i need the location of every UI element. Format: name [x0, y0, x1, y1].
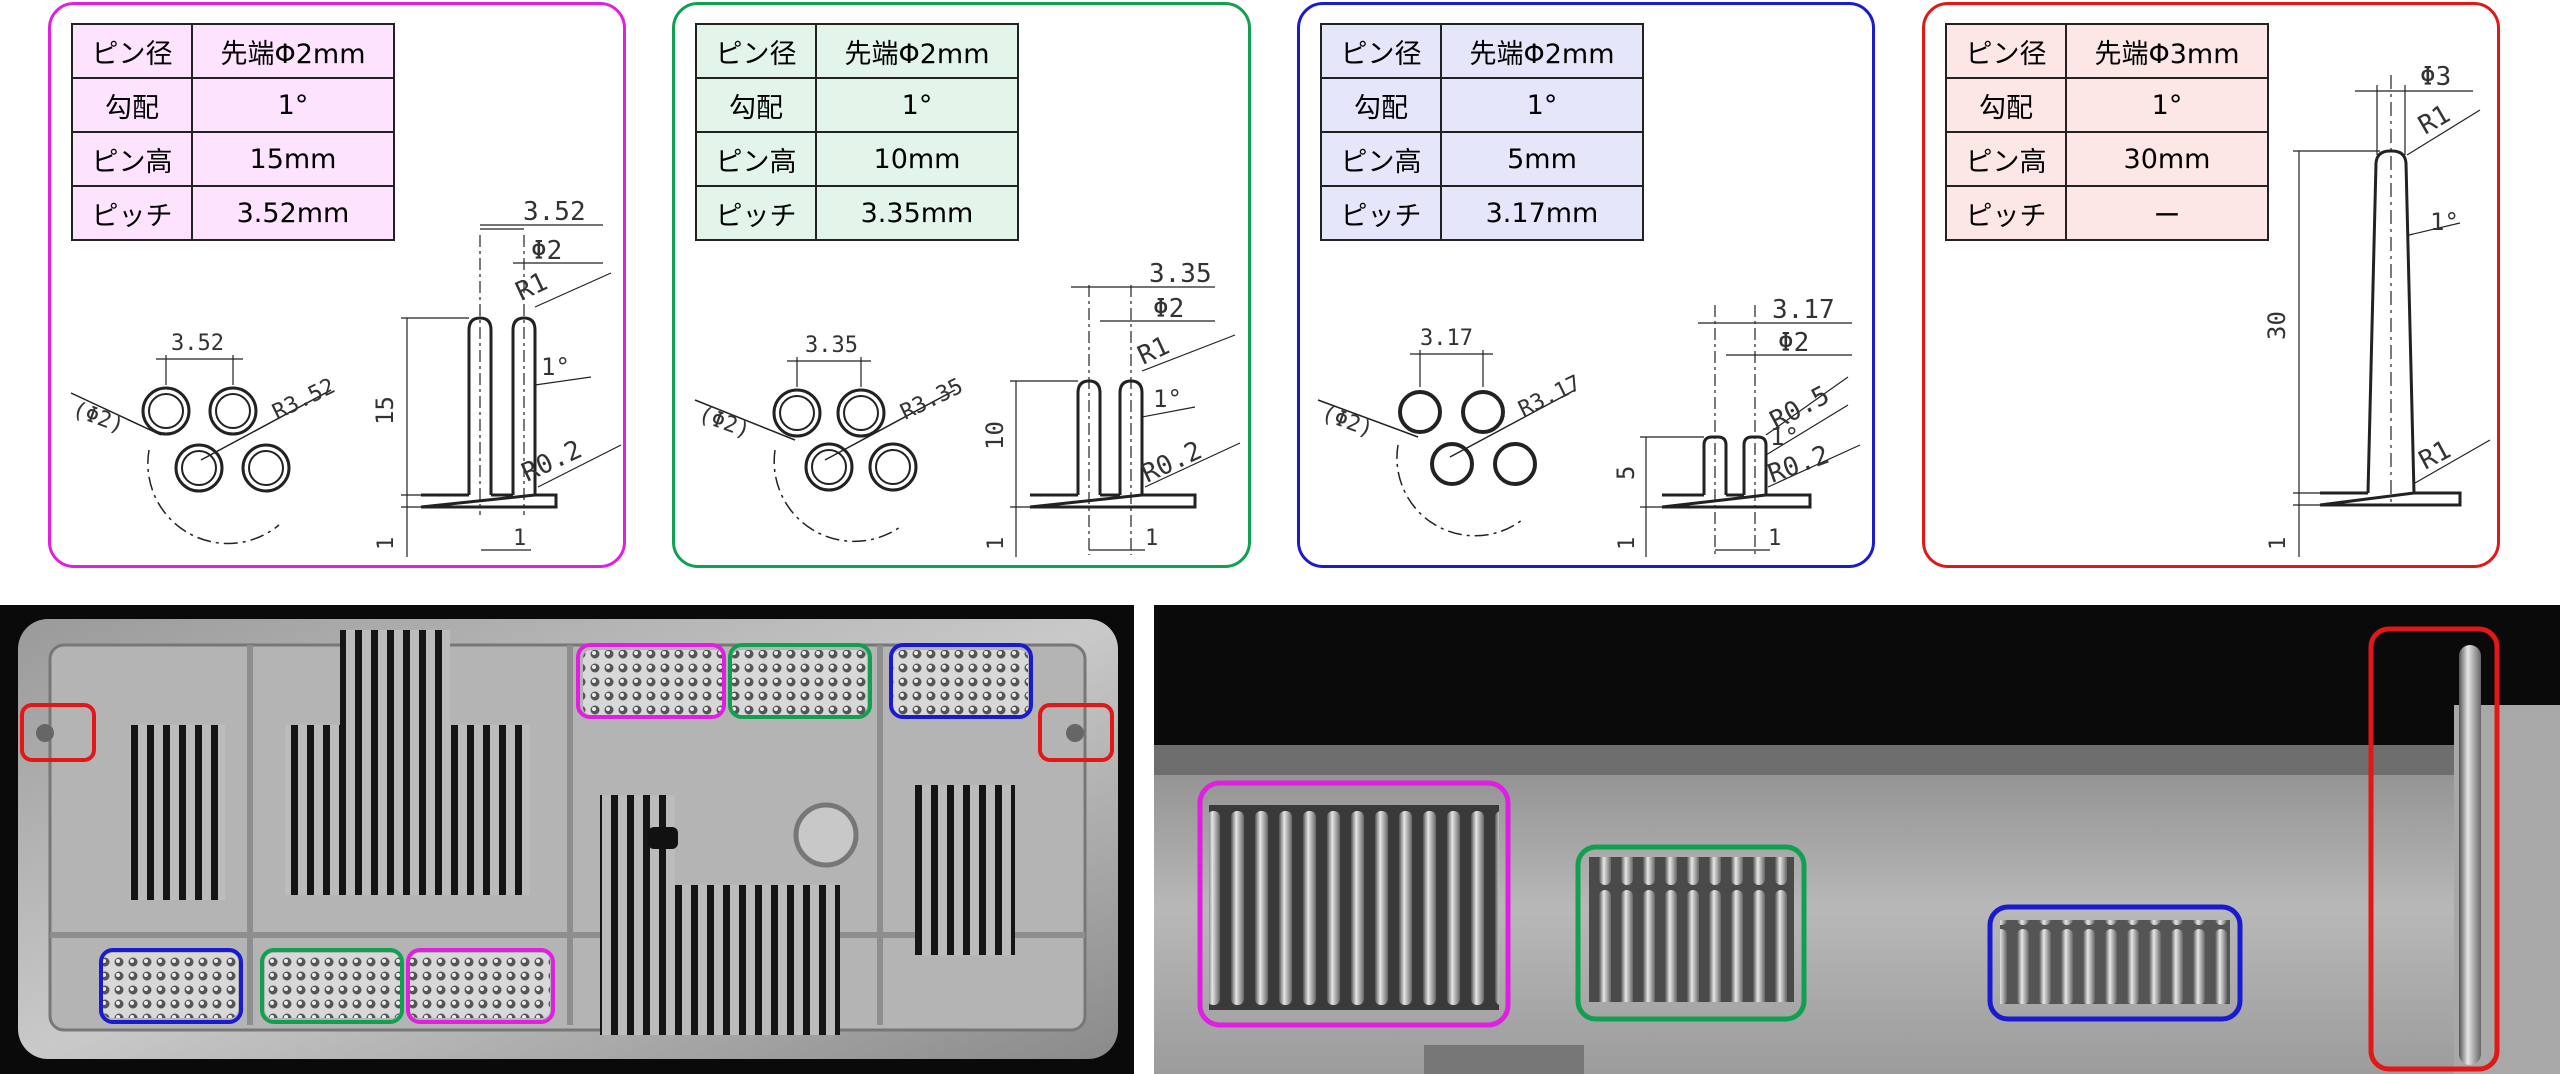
- spec-key: ピッチ: [1320, 185, 1442, 241]
- housing-top-view-photo: [0, 605, 1134, 1074]
- root-r-label: R1: [2414, 435, 2456, 476]
- base-t-label: 1: [1615, 537, 1640, 550]
- tip-dia-label: Φ2: [531, 236, 562, 266]
- height-label: 10: [981, 421, 1009, 450]
- spec-value: 先端Φ3mm: [2065, 23, 2269, 79]
- spec-key: 勾配: [695, 77, 817, 133]
- dia-plan-label: (Φ2): [695, 402, 753, 444]
- pitch-top-label: 3.35: [1149, 259, 1212, 289]
- pin-drawing: 3.17 R3.17 (Φ2) 3.17 Φ2 R0.5 1° R0.2 5 1…: [1317, 295, 1861, 557]
- pitch-plan-label: 3.52: [171, 331, 224, 356]
- pin-drawing: 3.52 R3.52 (Φ2) 3.52 Φ2 R1 1° R0.2 15 1 …: [69, 197, 622, 557]
- tip-dia-label: Φ2: [1778, 328, 1809, 358]
- base-t-label: 1: [2266, 537, 2291, 550]
- tip-r-label: R1: [2414, 99, 2456, 141]
- spec-key: ピン高: [1320, 131, 1442, 187]
- height-label: 30: [2263, 311, 2291, 340]
- spec-value: ー: [2065, 185, 2269, 241]
- draft-label: 1°: [1770, 423, 1799, 451]
- spec-key: ピン高: [695, 131, 817, 187]
- pitch-top-label: 3.17: [1772, 295, 1835, 325]
- draft-label: 1°: [1153, 385, 1182, 413]
- pin-drawing: Φ3 R1 1° R1 30 1: [2263, 62, 2491, 557]
- spec-key: ピン高: [71, 131, 193, 187]
- base-w-label: 1: [513, 526, 526, 551]
- base-w-label: 1: [1768, 526, 1781, 551]
- base-t-label: 1: [984, 537, 1009, 550]
- radius-plan-label: R3.35: [897, 374, 967, 426]
- spec-value: 30mm: [2065, 131, 2269, 187]
- base-w-label: 1: [1145, 526, 1158, 551]
- spec-key: ピン径: [1320, 23, 1442, 79]
- spec-value: 先端Φ2mm: [191, 23, 395, 79]
- draft-label: 1°: [2430, 208, 2459, 236]
- spec-key: 勾配: [1945, 77, 2067, 133]
- dia-plan-label: (Φ2): [1318, 401, 1376, 443]
- spec-key: ピッチ: [1945, 185, 2067, 241]
- tip-r-label: R1: [1133, 331, 1174, 371]
- radius-plan-label: R3.17: [1515, 371, 1585, 423]
- spec-value: 1°: [191, 77, 395, 133]
- spec-key: ピン径: [71, 23, 193, 79]
- spec-value: 15mm: [191, 131, 395, 187]
- spec-value: 1°: [1440, 77, 1644, 133]
- closeup-photo-illustration: [1154, 626, 2560, 1074]
- spec-key: ピン径: [1945, 23, 2067, 79]
- height-label: 15: [371, 396, 399, 425]
- radius-plan-label: R3.52: [269, 374, 339, 426]
- spec-value: 1°: [2065, 77, 2269, 133]
- base-t-label: 1: [374, 537, 399, 550]
- spec-key: 勾配: [71, 77, 193, 133]
- pin-drawing: 3.35 R3.35 (Φ2) 3.35 Φ2 R1 1° R0.2 10 1 …: [694, 259, 1241, 557]
- pin-closeup-photo: [1154, 605, 2560, 1074]
- spec-value: 1°: [815, 77, 1019, 133]
- pitch-plan-label: 3.17: [1420, 326, 1473, 351]
- spec-value: 3.52mm: [191, 185, 395, 241]
- draft-label: 1°: [541, 353, 570, 381]
- root-r-label: R0.2: [1137, 436, 1206, 490]
- spec-value: 5mm: [1440, 131, 1644, 187]
- spec-key: ピン高: [1945, 131, 2067, 187]
- spec-value: 3.17mm: [1440, 185, 1644, 241]
- height-label: 5: [1612, 466, 1640, 480]
- tip-dia-label: Φ3: [2420, 62, 2451, 92]
- tip-r-label: R1: [511, 267, 552, 307]
- spec-key: ピン径: [695, 23, 817, 79]
- spec-value: 10mm: [815, 131, 1019, 187]
- spec-value: 先端Φ2mm: [815, 23, 1019, 79]
- pitch-top-label: 3.52: [523, 197, 586, 227]
- spec-key: ピッチ: [71, 185, 193, 241]
- housing-photo-illustration: [18, 619, 1118, 1059]
- spec-key: 勾配: [1320, 77, 1442, 133]
- pitch-plan-label: 3.35: [805, 333, 858, 358]
- spec-value: 先端Φ2mm: [1440, 23, 1644, 79]
- tip-dia-label: Φ2: [1153, 294, 1184, 324]
- spec-value: 3.35mm: [815, 185, 1019, 241]
- dia-plan-label: (Φ2): [69, 397, 127, 439]
- spec-key: ピッチ: [695, 185, 817, 241]
